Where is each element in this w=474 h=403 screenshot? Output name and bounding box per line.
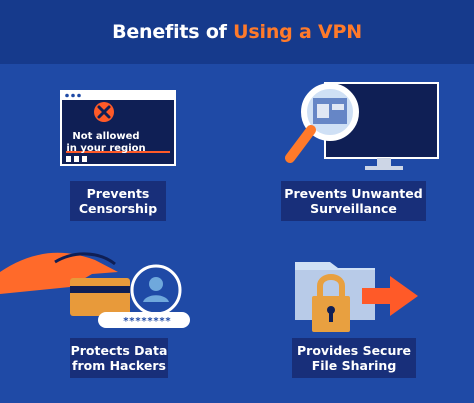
benefit-line1: Prevents — [86, 186, 150, 201]
blocked-message: Not allowed in your region — [60, 131, 152, 155]
benefit-line2: Surveillance — [310, 201, 397, 216]
benefit-line2: File Sharing — [311, 358, 397, 373]
benefit-label-surveillance: Prevents Unwanted Surveillance — [281, 181, 426, 221]
censored-browser-icon — [60, 90, 176, 166]
hacker-hand-card-icon — [0, 252, 190, 328]
benefit-line1: Prevents Unwanted — [284, 186, 423, 201]
card-pin: ******** — [122, 316, 172, 327]
blocked-message-line1: Not allowed — [72, 131, 140, 142]
page-title: Benefits of Using a VPN — [112, 21, 362, 43]
benefit-label-hackers: Protects Data from Hackers — [70, 338, 168, 378]
benefit-line1: Provides Secure — [297, 343, 411, 358]
magnifier-monitor-icon — [285, 82, 439, 170]
blocked-message-line2: in your region — [66, 143, 146, 154]
locked-folder-icon — [295, 262, 418, 332]
benefit-line2: from Hackers — [72, 358, 166, 373]
benefit-line1: Protects Data — [70, 343, 168, 358]
title-accent-text: Using a VPN — [233, 21, 362, 43]
benefit-label-file-sharing: Provides Secure File Sharing — [292, 338, 416, 378]
title-text: Benefits of — [112, 21, 234, 43]
benefit-line2: Censorship — [78, 201, 158, 216]
benefit-label-censorship: Prevents Censorship — [70, 181, 166, 221]
header: Benefits of Using a VPN — [0, 0, 474, 64]
